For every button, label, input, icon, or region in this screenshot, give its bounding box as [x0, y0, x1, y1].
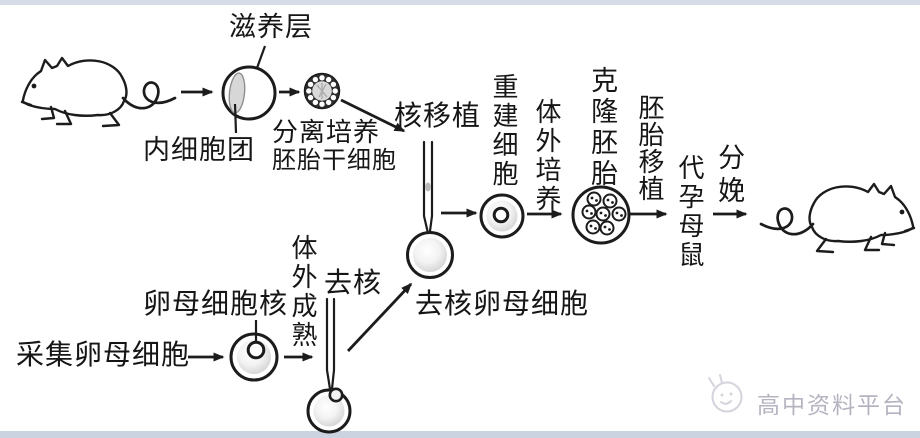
stem-cell-clump-icon	[303, 72, 341, 110]
in-vitro-maturation-label: 体外成熟	[288, 234, 319, 350]
oocyte-nucleus-label: 卵母细胞核	[143, 288, 289, 319]
enucleated-oocyte-icon	[406, 231, 454, 279]
watermark-text: 高中资料平台	[757, 392, 907, 418]
watermark-logo-icon	[708, 374, 743, 413]
embryo-transfer-label: 胚胎移植	[635, 94, 666, 202]
top-edge-band	[0, 0, 920, 5]
enucleated-oocyte-label: 去核卵母细胞	[415, 288, 590, 319]
inner-cell-mass-label: 内细胞团	[143, 135, 255, 165]
enucleation-pipette-icon	[325, 297, 336, 391]
collect-oocyte-label: 采集卵母细胞	[16, 339, 191, 370]
bottom-edge-band	[0, 431, 920, 438]
embryonic-stem-cells-label: 胚胎干细胞	[272, 147, 397, 174]
surrogate-mother-label: 代孕母鼠	[675, 154, 706, 270]
enucleation-label: 去核	[324, 267, 383, 298]
cloned-embryo-label: 克隆胚胎	[587, 66, 618, 190]
trophoblast-leader-line	[255, 45, 267, 69]
donor-mouse-icon	[20, 56, 177, 128]
cloned-embryo-icon	[571, 185, 631, 245]
blastocyst-icon	[221, 45, 277, 134]
oocyte-icon	[229, 320, 279, 382]
trophoblast-label: 滋养层	[229, 12, 313, 42]
reconstructed-cell-icon	[479, 193, 525, 239]
parturition-label: 分娩	[714, 143, 745, 209]
reconstructed-cell-label: 重建细胞	[489, 73, 520, 189]
arrow-nuclear-transfer	[340, 98, 406, 133]
inner-cell-mass-leader-line	[233, 103, 238, 134]
arrow-enucleated-oocyte-up	[346, 282, 413, 352]
in-vitro-culture-label: 体外培养	[532, 98, 563, 214]
isolate-culture-label: 分离培养	[272, 117, 381, 147]
nuclear-transfer-label: 核移植	[394, 100, 482, 131]
matured-oocyte-icon	[306, 387, 352, 434]
offspring-mouse-icon	[759, 182, 916, 254]
nuclear-transfer-pipette-icon	[422, 140, 434, 233]
